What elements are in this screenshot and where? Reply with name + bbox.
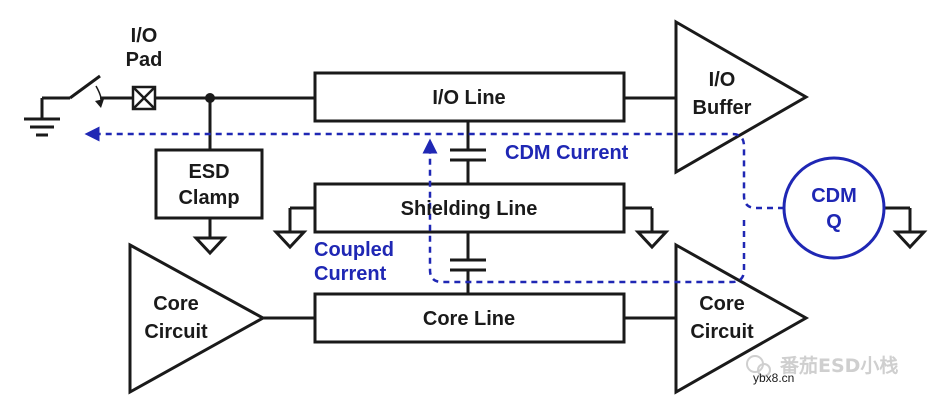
core-circuit-left-label-line1: Core — [153, 293, 199, 315]
ground-icon-cdm — [892, 230, 928, 250]
switch-arrowhead — [95, 99, 104, 108]
cdm-q-label-line2: Q — [826, 211, 842, 233]
coupled-current-label-line1: Coupled — [314, 239, 394, 261]
coupled-current-path — [422, 138, 746, 284]
junction-dot — [205, 93, 215, 103]
core-circuit-left-triangle — [128, 242, 267, 395]
io-buffer-label-line1: I/O — [709, 69, 736, 91]
coupled-current-label-line2: Current — [314, 263, 387, 285]
shielding-line-label: Shielding Line — [401, 198, 538, 220]
ground-icon-switch — [24, 117, 60, 137]
cdm-q-label-line1: CDM — [811, 185, 857, 207]
io-pad-symbol — [131, 85, 157, 111]
io-pad-label-line2: Pad — [126, 49, 163, 71]
io-line-label: I/O Line — [432, 87, 505, 109]
watermark: 番茄ESD小栈 ybx8.cn — [746, 354, 898, 385]
io-buffer-triangle — [674, 19, 810, 175]
io-buffer-label-line2: Buffer — [693, 97, 752, 119]
coupling-capacitor-bottom — [450, 258, 486, 272]
core-circuit-right-label-line1: Core — [699, 293, 745, 315]
cdm-current-label: CDM Current — [505, 142, 629, 164]
io-line-box — [313, 71, 626, 123]
ground-icon-shield-right — [634, 230, 670, 250]
esd-clamp-label-line1: ESD — [188, 161, 229, 183]
esd-clamp-label-line2: Clamp — [178, 187, 239, 209]
ground-icon-shield-left — [272, 230, 308, 250]
core-line-box — [313, 292, 626, 344]
watermark-brand: 番茄ESD小栈 — [779, 354, 898, 377]
watermark-site: ybx8.cn — [753, 371, 794, 385]
cdm-current-path — [84, 126, 784, 210]
esd-clamp-box — [154, 148, 264, 220]
core-line-label: Core Line — [423, 308, 515, 330]
coupling-capacitor-top — [450, 148, 486, 162]
io-pad-label-line1: I/O — [131, 25, 158, 47]
shielding-line-box — [313, 182, 626, 234]
core-circuit-left-label-line2: Circuit — [144, 321, 208, 343]
wiring — [40, 74, 912, 320]
ground-icon-esd-clamp — [192, 236, 228, 256]
current-paths — [84, 126, 784, 284]
core-circuit-right-label-line2: Circuit — [690, 321, 754, 343]
cdm-q-circle — [782, 156, 886, 260]
